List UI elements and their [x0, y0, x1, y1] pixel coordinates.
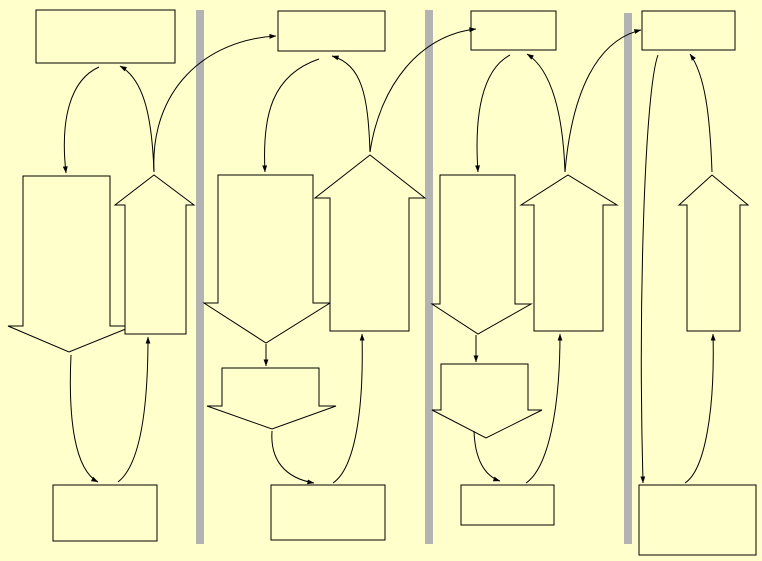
- p2-connector-bottom-to-up: [332, 333, 365, 484]
- panel-3-bottom-box: [460, 484, 555, 526]
- panel-1-down-arrow: [7, 175, 134, 353]
- panel-2-top-box: [277, 10, 386, 52]
- panel-2-bottom-box: [270, 484, 386, 541]
- panel-2: [202, 10, 427, 541]
- panel-3-down-arrow: [430, 174, 533, 335]
- p4-connector-up-to-top: [689, 53, 713, 173]
- panel-4-up-arrow: [677, 174, 750, 332]
- panel-2-down-arrow: [202, 174, 332, 344]
- p2-connector-decision-to-bottom: [271, 430, 315, 485]
- p4-connector-bottom-to-up: [684, 333, 716, 484]
- panel-3: [430, 10, 619, 526]
- panel-1: [7, 9, 196, 542]
- panel-4: [638, 10, 757, 556]
- panel-2-decision-arrow: [206, 367, 337, 430]
- divider-3: [624, 13, 632, 544]
- panel-4-top-box: [641, 10, 736, 51]
- p3-connector-bottom-to-up: [525, 333, 563, 484]
- panel-2-up-arrow: [313, 154, 427, 332]
- p2-connector-up-to-top: [331, 55, 371, 153]
- p2-connector-top-to-down: [262, 58, 320, 173]
- panel-3-decision-arrow: [431, 363, 543, 439]
- panel-3-up-arrow: [519, 174, 619, 332]
- panel-1-bottom-box: [52, 484, 158, 542]
- p1-connector-down-to-bottom: [69, 354, 99, 483]
- panel-3-top-box: [470, 10, 557, 51]
- p1-connector-bottom-to-up: [117, 336, 151, 483]
- p1-connector-up-to-top: [119, 65, 155, 173]
- p3-connector-top-to-down: [475, 54, 511, 173]
- p3-connector-decision-to-bottom: [473, 430, 501, 482]
- divider-2: [425, 10, 433, 544]
- p4-connector-top-to-bottom: [640, 54, 659, 484]
- divider-1: [196, 10, 204, 544]
- p3-connector-up-to-top: [526, 53, 566, 173]
- p2-connector-to-panel-3: [369, 27, 477, 153]
- panel-4-bottom-box: [638, 484, 757, 556]
- panel-1-up-arrow: [113, 174, 196, 335]
- p1-connector-top-to-down: [62, 66, 100, 174]
- p3-connector-to-panel-4: [564, 29, 642, 173]
- panel-1-top-box: [35, 9, 176, 64]
- panel-dividers: [196, 10, 632, 544]
- p1-connector-to-panel-2: [153, 33, 277, 173]
